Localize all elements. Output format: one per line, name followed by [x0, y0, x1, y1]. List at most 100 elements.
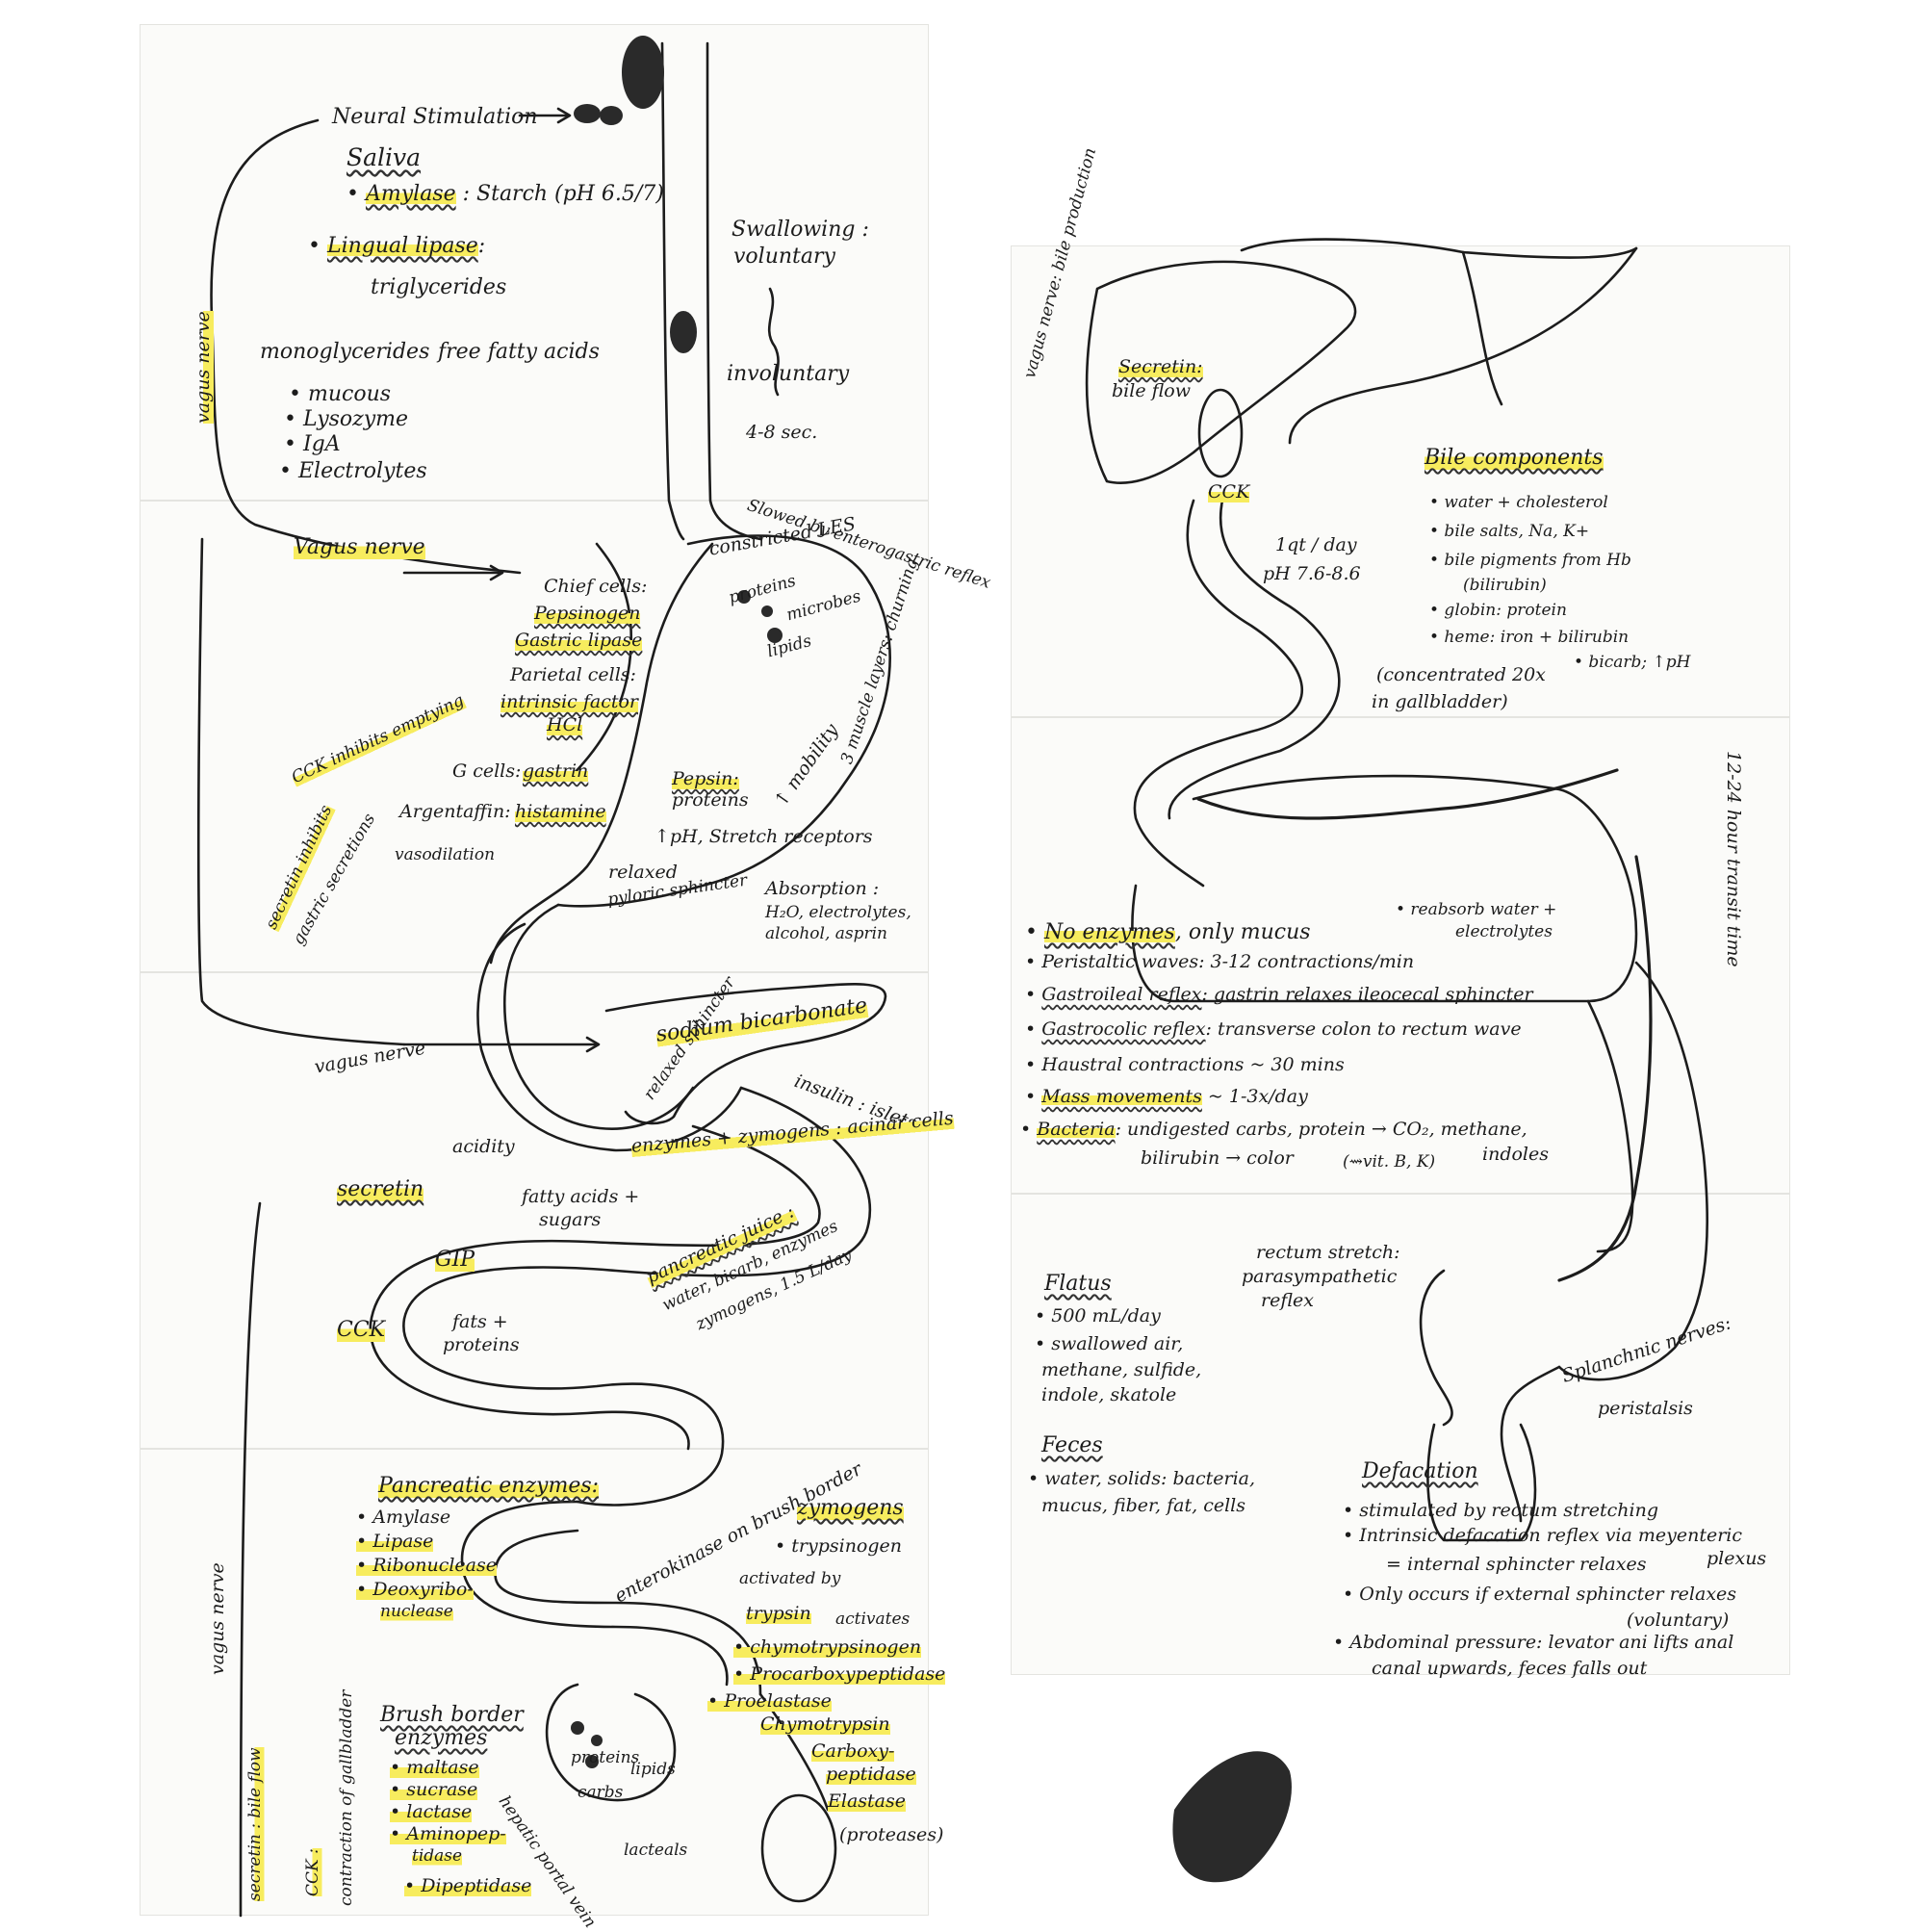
absorption-items-2: alcohol, asprin: [765, 924, 888, 943]
fats-label: fats +: [452, 1311, 508, 1332]
bc-item-1: • water + cholesterol: [1429, 493, 1608, 512]
def-item-2: • Intrinsic defacation reflex via meyent…: [1343, 1525, 1743, 1546]
reflex-label: reflex: [1261, 1290, 1314, 1311]
li-bullet-3: • Gastroileal reflex: gastrin relaxes il…: [1025, 984, 1533, 1005]
secretin-bile-flow-label: secretin : bile flow: [245, 1747, 267, 1901]
intrinsic-factor-label: intrinsic factor: [500, 691, 639, 714]
no-enzymes-detail: , only mucus: [1174, 920, 1311, 944]
chief-cells-label: Chief cells:: [544, 576, 648, 597]
pepsin-label: Pepsin:: [672, 768, 739, 791]
feces-item-1: • water, solids: bacteria,: [1028, 1468, 1256, 1489]
small-intestine-outline: [402, 1086, 872, 1507]
flatus-item-3: methane, sulfide,: [1041, 1359, 1202, 1380]
monoglycerides-label: monoglycerides: [260, 340, 430, 364]
involuntary-label: involuntary: [727, 362, 850, 386]
defecation-heading: Defacation: [1362, 1459, 1478, 1483]
liver-outline: [1085, 260, 1357, 484]
si-carbs-label: carbs: [578, 1783, 624, 1802]
argentaffin-label: Argentaffin:: [399, 801, 511, 822]
bb-item-4: • Aminopep-: [390, 1823, 506, 1846]
brush-border-heading: Brush border: [380, 1703, 524, 1727]
si-proteins-label: proteins: [571, 1748, 640, 1767]
left-card-pancreas: [140, 972, 929, 1449]
pe-item-1: • Amylase: [356, 1507, 451, 1528]
sugars-label: sugars: [539, 1209, 602, 1230]
def-item-4: = internal sphincter relaxes: [1386, 1554, 1647, 1575]
stomach-outline: [556, 534, 891, 908]
acidity-label: acidity: [452, 1136, 515, 1157]
swallow-time-label: 4-8 sec.: [746, 422, 818, 443]
flatus-item-2: • swallowed air,: [1035, 1333, 1184, 1354]
fats-proteins-label: proteins: [443, 1334, 520, 1355]
pe-item-5: nuclease: [380, 1602, 453, 1623]
liver-bile-flow-label: bile flow: [1112, 380, 1191, 401]
absorption-label: Absorption :: [765, 878, 880, 899]
pancreatic-enzymes-heading: Pancreatic enzymes:: [378, 1473, 600, 1500]
activated-by-label: activated by: [739, 1569, 841, 1588]
bb-item-6: • Dipeptidase: [404, 1875, 532, 1898]
lingual-lipase-term: Lingual lipase: [326, 234, 478, 258]
bb-item-5: tidase: [412, 1846, 463, 1868]
neural-stimulation: Neural Stimulation: [332, 105, 538, 129]
fatty-acids-label: fatty acids +: [522, 1186, 640, 1207]
gastrocolic-detail: : transverse colon to rectum wave: [1205, 1018, 1522, 1040]
histamine-label: histamine: [515, 801, 606, 824]
liver-cck-label: CCK: [1208, 481, 1250, 504]
amylase-term: Amylase: [365, 182, 456, 206]
z-item-3: • Proelastase: [707, 1690, 832, 1713]
pe-item-3: • Ribonuclease: [356, 1555, 497, 1578]
relaxed-label: relaxed: [608, 862, 678, 883]
esophagus-outline: [660, 41, 685, 541]
si-lipids-label: lipids: [630, 1760, 676, 1779]
mucous-item: • mucous: [289, 382, 392, 406]
gastrocolic-term: Gastrocolic reflex: [1041, 1018, 1206, 1040]
electrolytes-item: • Electrolytes: [279, 459, 427, 483]
bc-item-7: • bicarb; ↑pH: [1574, 653, 1691, 672]
gastroileal-term: Gastroileal reflex: [1041, 984, 1202, 1005]
vagus-nerve-label-1: vagus nerve: [192, 311, 216, 424]
liver-secretin-label: Secretin:: [1118, 356, 1203, 379]
bc-item-6: • heme: iron + bilirubin: [1429, 628, 1630, 647]
vasodilation-label: vasodilation: [395, 845, 496, 864]
peptidase-label: peptidase: [826, 1764, 916, 1787]
no-enzymes-term: No enzymes: [1043, 920, 1175, 944]
pe-item-2: • Lipase: [356, 1531, 434, 1554]
peristaltic-waves-text: Peristaltic waves: 3-12 contractions/min: [1041, 951, 1415, 972]
elastase-label: Elastase: [828, 1790, 906, 1814]
lysozyme-item: • Lysozyme: [284, 407, 409, 431]
concentrated-label-2: in gallbladder): [1372, 691, 1508, 712]
left-card-mouth: [140, 24, 929, 501]
gastric-lipase-label: Gastric lipase: [515, 630, 643, 653]
zymogens-label: zymogens: [797, 1495, 904, 1522]
trypsin-label: trypsin: [746, 1603, 811, 1626]
rectum-outline: [1419, 1269, 1453, 1427]
parasympathetic-label: parasympathetic: [1242, 1266, 1398, 1287]
activates-label: activates: [835, 1610, 911, 1629]
gastroileal-detail: : gastrin relaxes ileocecal sphincter: [1201, 984, 1533, 1005]
flatus-item-4: indole, skatole: [1041, 1384, 1177, 1405]
pancreas-outline: [604, 983, 887, 1125]
mass-movements-term: Mass movements: [1041, 1086, 1202, 1107]
mass-movements-detail: ~ 1-3x/day: [1201, 1086, 1308, 1107]
amylase-detail: : Starch (pH 6.5/7): [462, 182, 664, 206]
trypsinogen-label: • trypsinogen: [775, 1535, 903, 1557]
proteases-label: (proteases): [839, 1824, 944, 1845]
bb-item-1: • maltase: [390, 1757, 479, 1780]
transit-time-label: 12-24 hour transit time: [1723, 751, 1744, 967]
peristalsis-label: peristalsis: [1598, 1398, 1693, 1419]
feces-item-2: mucus, fiber, fat, cells: [1041, 1495, 1245, 1516]
li-bullet-7: • Bacteria: undigested carbs, protein → …: [1020, 1119, 1527, 1140]
vit-label: (⇝vit. B, K): [1343, 1152, 1436, 1172]
colon-outline: [1131, 774, 1638, 1003]
bile-components-heading: Bile components: [1424, 445, 1604, 472]
voluntary-label: voluntary: [733, 245, 835, 269]
swallowing-label: Swallowing :: [732, 218, 869, 242]
amylase-line: • Amylase : Starch (pH 6.5/7): [346, 182, 664, 206]
reabsorb-label-2: electrolytes: [1455, 922, 1553, 941]
bacteria-term: Bacteria: [1037, 1119, 1116, 1140]
li-bullet-6: • Mass movements ~ 1-3x/day: [1025, 1086, 1308, 1107]
bb-item-2: • sucrase: [390, 1779, 478, 1802]
lingual-colon: :: [477, 234, 486, 258]
pepsinogen-label: Pepsinogen: [534, 603, 641, 626]
